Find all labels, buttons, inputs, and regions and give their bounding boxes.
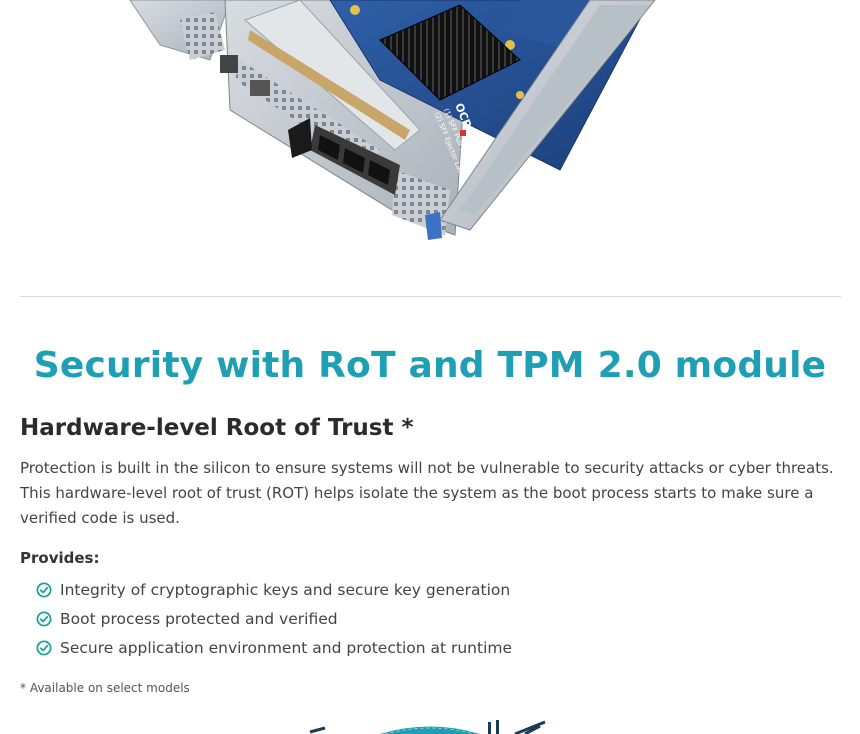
list-item-text: Integrity of cryptographic keys and secu… (60, 580, 511, 599)
list-item-text: Secure application environment and prote… (60, 638, 513, 657)
provides-label: Provides: (20, 549, 100, 567)
section-title: Security with RoT and TPM 2.0 module (33, 345, 827, 386)
section-divider (20, 296, 841, 297)
check-circle-icon (36, 640, 52, 655)
list-item-text: Boot process protected and verified (60, 609, 338, 628)
nic-ports (310, 125, 400, 195)
check-circle-icon (36, 582, 52, 597)
check-circle-icon (36, 611, 52, 626)
list-item: Secure application environment and prote… (36, 633, 512, 662)
footnote: * Available on select models (20, 681, 190, 695)
list-item: Integrity of cryptographic keys and secu… (36, 575, 512, 604)
description-paragraph: Protection is built in the silicon to en… (20, 459, 834, 527)
server-illustration: OCP3 (1) SFF Pull Tab (2) SFF Ejector La… (129, 0, 656, 240)
provides-list: Integrity of cryptographic keys and secu… (36, 575, 512, 662)
subsection-title: Hardware-level Root of Trust * (20, 415, 414, 441)
security-illustration (309, 720, 546, 734)
list-item: Boot process protected and verified (36, 604, 512, 633)
server-hero-image: OCP3 (1) SFF Pull Tab (2) SFF Ejector La… (0, 0, 860, 250)
